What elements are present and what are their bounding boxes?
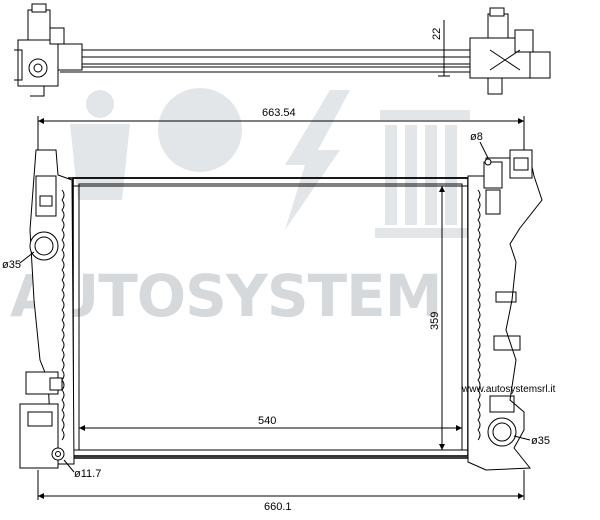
dim-core-height-label: 359 — [429, 312, 441, 330]
cross-bracket-icon — [489, 49, 521, 71]
dim-overall-top-label: 663.54 — [262, 107, 296, 119]
dim-core-width-label: 540 — [258, 415, 276, 427]
drain-plug-icon — [51, 447, 65, 461]
dim-drain: ø11.7 — [74, 468, 101, 480]
dim-right-pipe: ø35 — [531, 435, 550, 447]
right-cap-fitting — [487, 13, 509, 41]
right-tank: ø8 ø35 — [467, 131, 550, 500]
right-top-filler — [483, 161, 503, 189]
dim-overall-bottom: 660.1 — [38, 493, 524, 513]
top-view: 22 — [14, 3, 551, 97]
dim-overall-bottom-label: 660.1 — [264, 501, 292, 513]
dim-core-height: 359 — [429, 186, 445, 450]
dim-core-width: 540 — [79, 415, 462, 431]
dim-top-height: 22 — [431, 28, 443, 40]
left-pipe-top-icon — [28, 58, 48, 78]
watermark-brand: AUTOSYSTEM — [10, 262, 442, 330]
dim-hole: ø8 — [470, 131, 483, 143]
hole-icon — [484, 158, 492, 166]
left-pipe-icon — [29, 231, 59, 261]
watermark-website: www.autosystemsrl.it — [461, 384, 556, 395]
left-tank: ø35 ø11.7 — [2, 149, 101, 500]
dim-left-pipe: ø35 — [2, 259, 21, 271]
right-pipe-icon — [487, 417, 517, 447]
watermark-graphics — [70, 88, 475, 238]
left-cap-fitting — [27, 9, 51, 41]
